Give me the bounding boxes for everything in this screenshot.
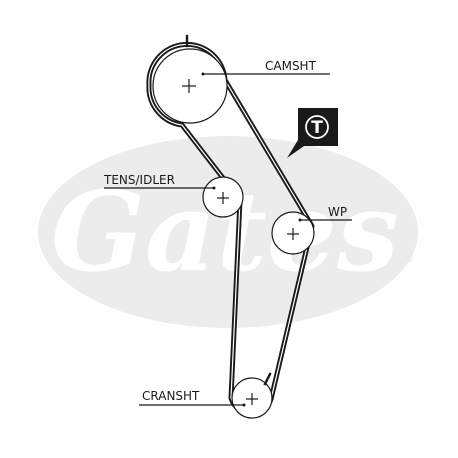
tensioner-label: TENS/IDLER (103, 173, 175, 187)
camshaft-pulley: CAMSHT (152, 34, 330, 124)
crankshaft-pulley: CRANSHT (139, 372, 273, 419)
badge-circle (305, 115, 329, 139)
watermark-registered-mark: ® (404, 252, 415, 265)
watermark-oval (38, 136, 418, 328)
crankshaft-timing-mark (263, 372, 272, 386)
tensioner-badge: T (287, 108, 338, 158)
camshaft-label: CAMSHT (265, 59, 317, 73)
watermark-logo: Gates ® (38, 136, 418, 328)
badge-letter: T (311, 118, 323, 138)
tensioner-pulley: TENS/IDLER (103, 173, 244, 218)
water-pump-label: WP (328, 205, 347, 219)
crankshaft-label: CRANSHT (142, 389, 200, 403)
water-pump-pulley: WP (271, 205, 352, 255)
